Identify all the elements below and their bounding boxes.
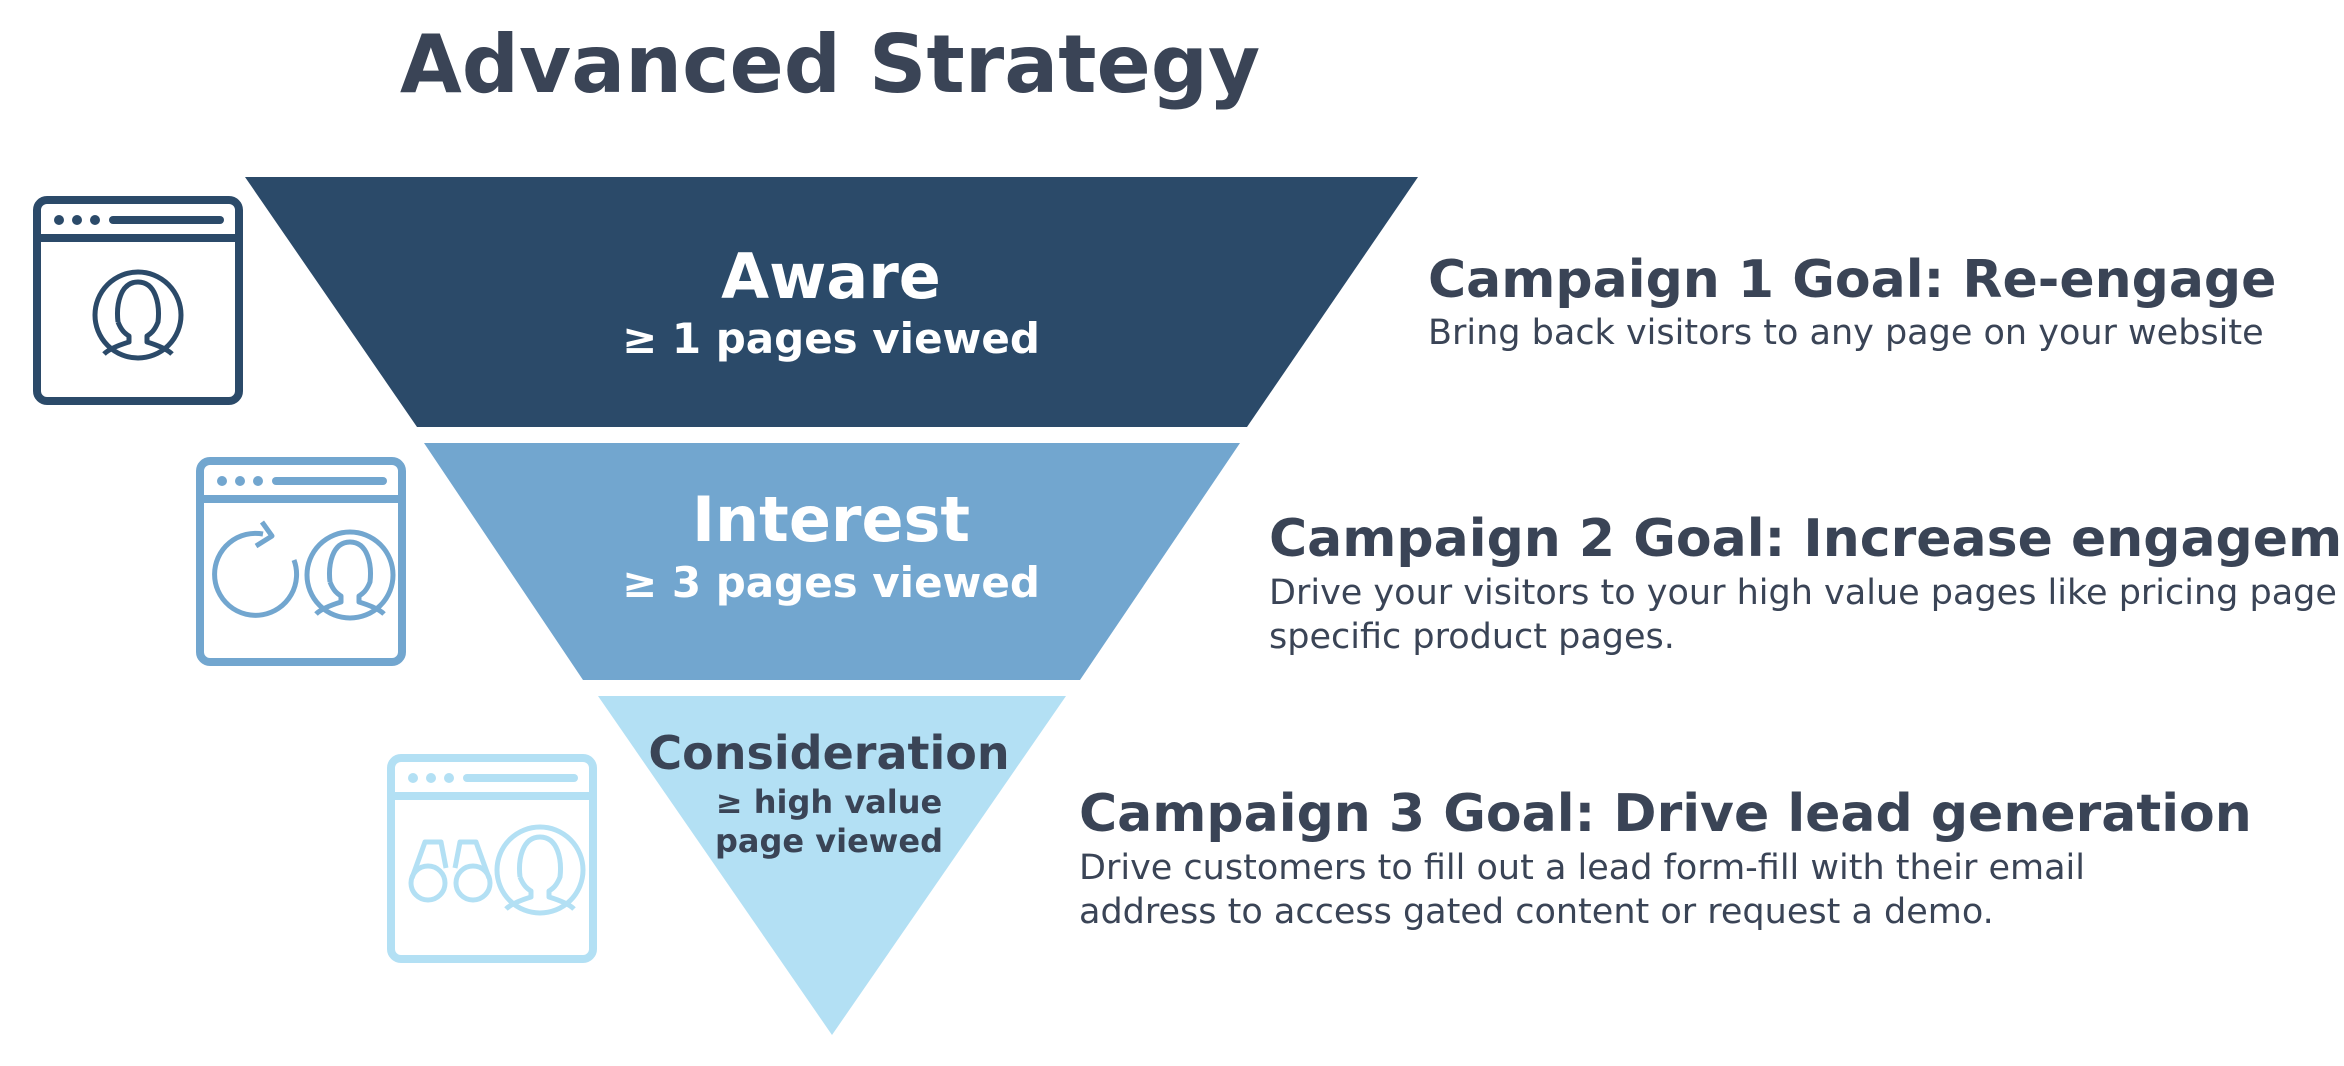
stage-interest-title: Interest	[692, 483, 970, 556]
browser-person-icon	[33, 196, 243, 405]
campaign-2-goal-desc-line2: specific product pages.	[1269, 617, 1675, 657]
stage-consideration-criteria-line1: ≥ high value	[716, 783, 942, 821]
funnel-stage-consideration	[598, 696, 1066, 1035]
browser-binoculars-person-icon	[387, 754, 597, 963]
campaign-1-goal-title: Campaign 1 Goal: Re-engage	[1428, 250, 2276, 310]
funnel-stage-aware	[245, 177, 1418, 427]
campaign-3-goal-title: Campaign 3 Goal: Drive lead generation	[1079, 784, 2252, 844]
stage-consideration-title: Consideration	[648, 726, 1009, 780]
campaign-3-goal-desc-line1: Drive customers to fill out a lead form-…	[1079, 848, 2085, 888]
campaign-3-goal-desc-line2: address to access gated content or reque…	[1079, 892, 1994, 932]
browser-refresh-person-icon	[196, 457, 406, 666]
stage-aware-criteria: ≥ 1 pages viewed	[622, 314, 1040, 363]
campaign-2-goal-desc-line1: Drive your visitors to your high value p…	[1269, 573, 2344, 613]
stage-consideration-criteria-line2: page viewed	[715, 822, 943, 860]
funnel-stage-interest	[424, 443, 1240, 680]
page-title: Advanced Strategy	[400, 18, 1260, 111]
stage-interest-criteria: ≥ 3 pages viewed	[622, 558, 1040, 607]
campaign-2-goal-title: Campaign 2 Goal: Increase engagement	[1269, 509, 2344, 569]
stage-aware-title: Aware	[721, 240, 941, 313]
campaign-1-goal-desc: Bring back visitors to any page on your …	[1428, 313, 2264, 353]
